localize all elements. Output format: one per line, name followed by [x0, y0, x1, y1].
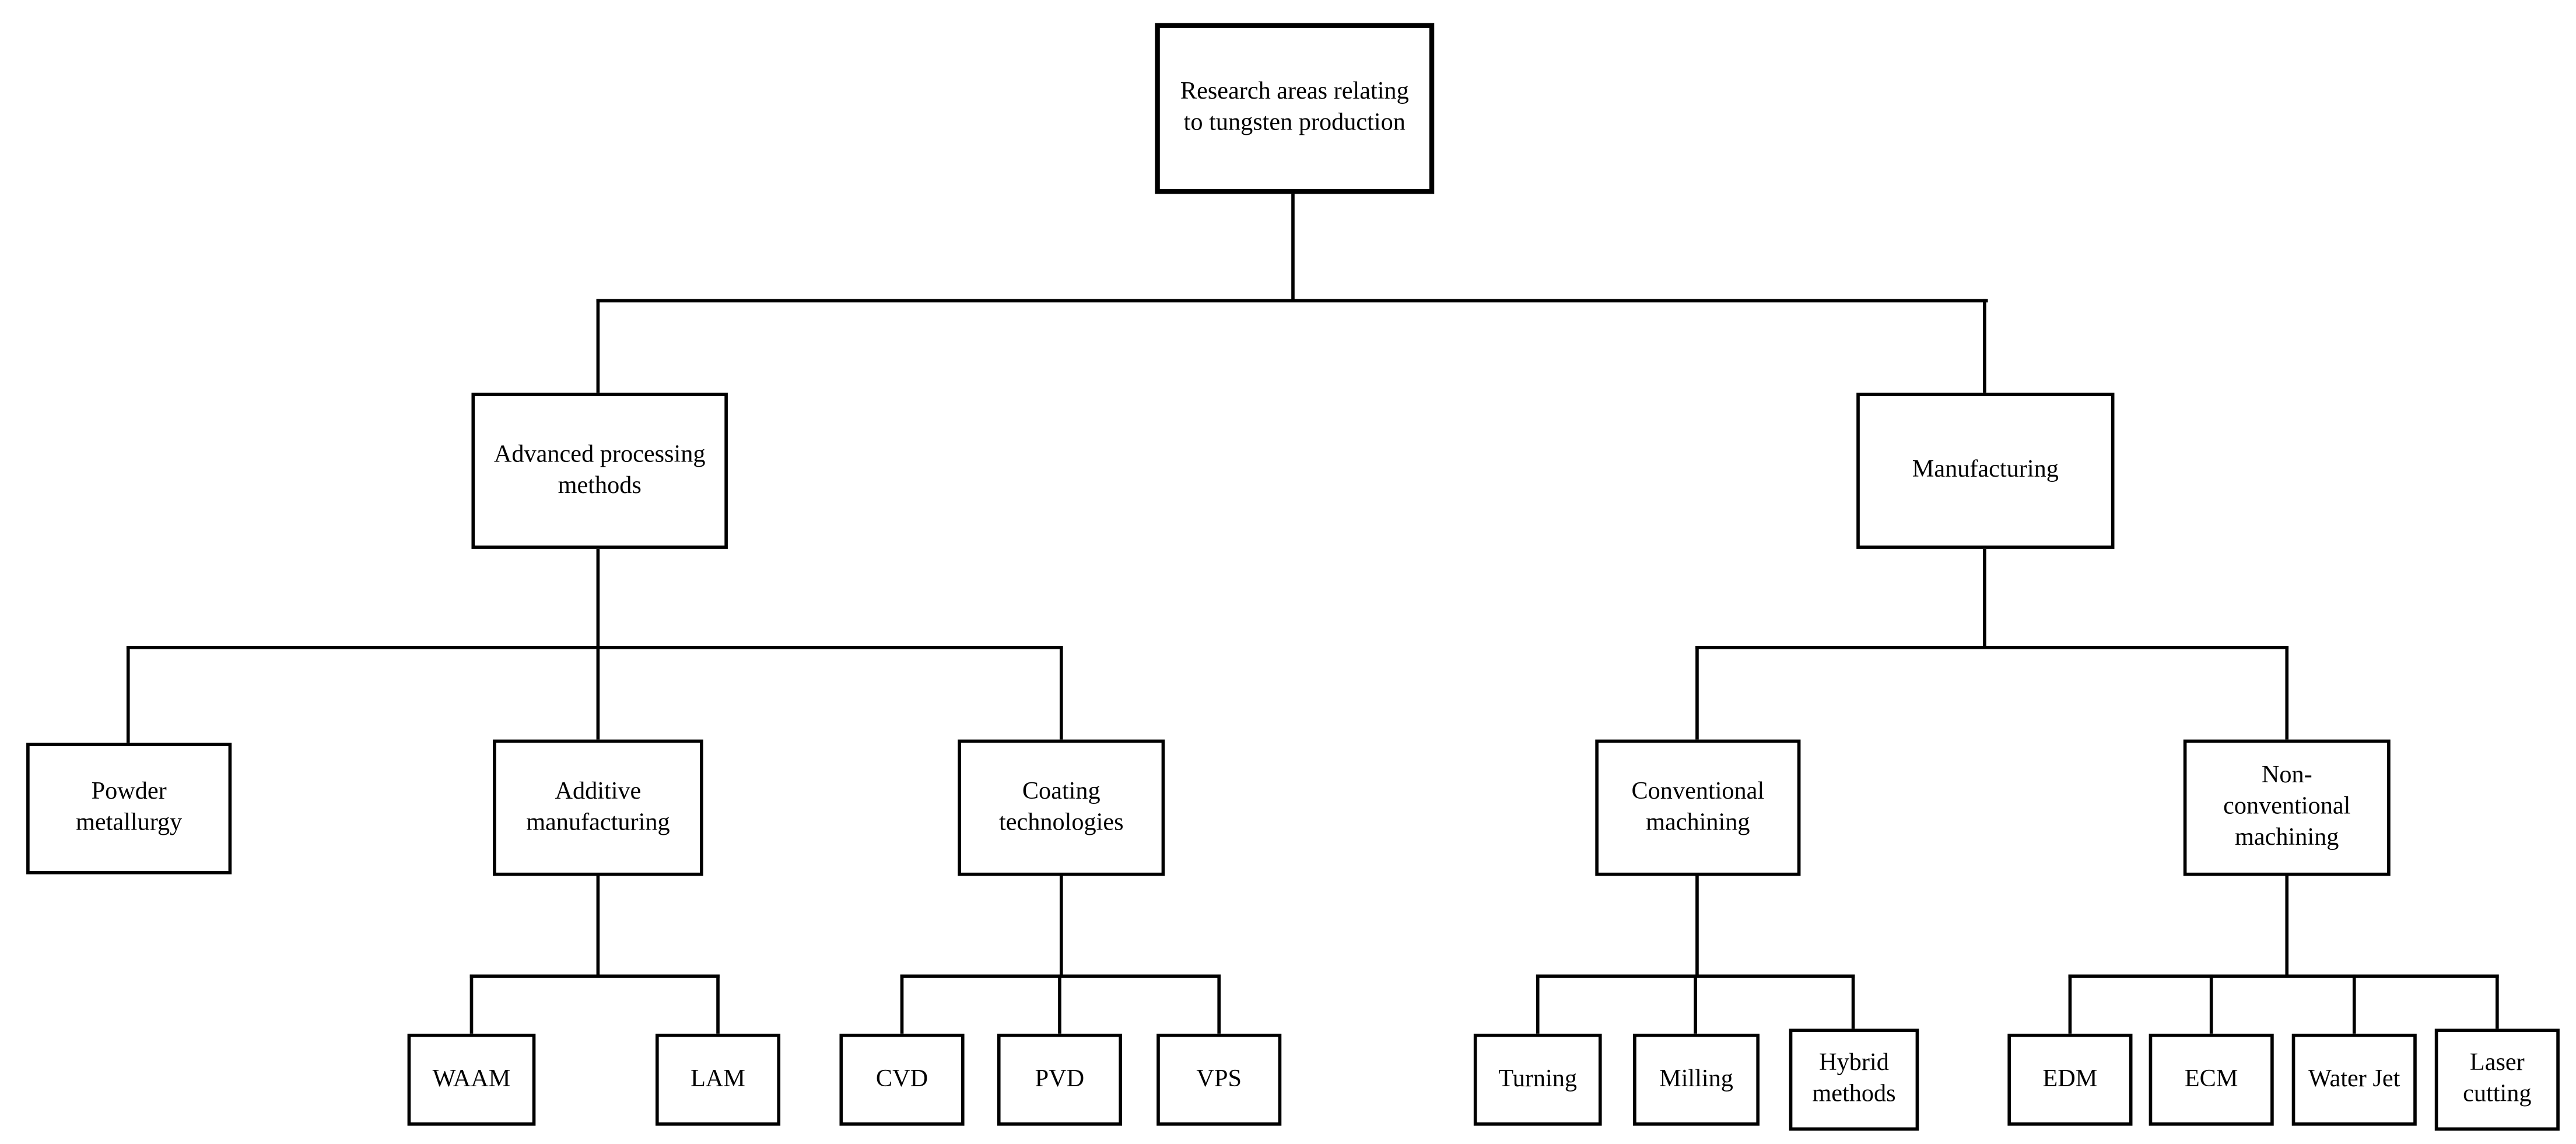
connector-level2-bus [596, 299, 1988, 303]
node-hybrid-methods: Hybrid methods [1789, 1028, 1919, 1131]
node-nonconventional-machining-label: Non-conventional machining [2223, 763, 2351, 851]
node-milling-label: Milling [1659, 1066, 1733, 1093]
node-research-areas-label: Research areas relating to tungsten prod… [1180, 79, 1409, 137]
node-powder-metallurgy-label: Powder metallurgy [75, 779, 183, 837]
node-advanced-processing-methods: Advanced processing methods [471, 393, 728, 549]
connector-root-descender [1291, 194, 1295, 301]
node-milling: Milling [1633, 1033, 1760, 1126]
node-manufacturing-label: Manufacturing [1912, 457, 2059, 484]
node-turning-label: Turning [1498, 1066, 1578, 1093]
connector-drop-ecm [2209, 974, 2213, 1034]
node-lam-label: LAM [691, 1066, 745, 1093]
connector-nonconventional-descender [2285, 876, 2289, 977]
node-ecm-label: ECM [2184, 1066, 2238, 1093]
connector-drop-additive-manufacturing [596, 646, 600, 740]
connector-drop-manufacturing [1983, 299, 1986, 393]
node-edm: EDM [2007, 1033, 2133, 1126]
node-coating-technologies-label: Coating technologies [998, 778, 1124, 836]
connector-conventional-descender [1695, 876, 1699, 977]
node-turning: Turning [1473, 1033, 1602, 1126]
connector-drop-powder-metallurgy [126, 646, 130, 743]
connector-drop-coating-technologies [1059, 646, 1063, 740]
node-nonconventional-machining: Non-conventional machining [2183, 739, 2391, 876]
connector-drop-lam [716, 974, 720, 1034]
node-coating-technologies: Coating technologies [958, 739, 1165, 876]
node-ecm: ECM [2149, 1033, 2274, 1126]
connector-drop-vps [1217, 974, 1221, 1034]
connector-drop-conventional-machining [1695, 646, 1699, 740]
node-additive-manufacturing: Additive manufacturing [493, 739, 703, 876]
node-research-areas: Research areas relating to tungsten prod… [1155, 23, 1435, 194]
node-waam: WAAM [407, 1033, 536, 1126]
connector-drop-advanced-processing [596, 299, 600, 393]
connector-right-level3-bus [1695, 646, 2289, 649]
node-lam: LAM [655, 1033, 781, 1126]
connector-drop-laser-cutting [2496, 974, 2499, 1029]
node-laser-cutting-label: Laser cutting [2463, 1050, 2532, 1108]
connector-drop-water-jet [2352, 974, 2356, 1034]
connector-drop-turning [1536, 974, 1540, 1034]
node-edm-label: EDM [2042, 1066, 2098, 1093]
connector-nonconventional-bus [2068, 974, 2499, 978]
node-conventional-machining-label: Conventional machining [1631, 778, 1765, 836]
connector-additive-descender [596, 876, 600, 977]
node-powder-metallurgy: Powder metallurgy [26, 743, 232, 874]
node-cvd-label: CVD [875, 1066, 928, 1093]
node-additive-manufacturing-label: Additive manufacturing [526, 778, 670, 836]
node-waam-label: WAAM [432, 1066, 511, 1093]
node-manufacturing: Manufacturing [1856, 393, 2115, 549]
node-conventional-machining: Conventional machining [1595, 739, 1801, 876]
connector-drop-nonconventional-machining [2285, 646, 2289, 740]
node-cvd: CVD [839, 1033, 965, 1126]
node-hybrid-methods-label: Hybrid methods [1812, 1050, 1896, 1108]
connector-manufacturing-descender [1983, 548, 1986, 648]
connector-advanced-descender [596, 548, 600, 648]
connector-drop-milling [1694, 974, 1697, 1034]
connector-drop-pvd [1058, 974, 1061, 1034]
node-pvd-label: PVD [1035, 1066, 1085, 1093]
connector-drop-cvd [900, 974, 904, 1034]
node-vps-label: VPS [1196, 1066, 1242, 1093]
connector-drop-edm [2068, 974, 2072, 1034]
connector-additive-bus [469, 974, 720, 978]
connector-drop-waam [469, 974, 474, 1034]
connector-coating-descender [1059, 876, 1063, 977]
node-water-jet-label: Water Jet [2308, 1066, 2400, 1093]
connector-left-level3-bus [126, 646, 1063, 649]
node-pvd: PVD [997, 1033, 1123, 1126]
connector-drop-hybrid-methods [1851, 974, 1855, 1029]
node-laser-cutting: Laser cutting [2434, 1028, 2560, 1131]
node-advanced-processing-methods-label: Advanced processing methods [493, 442, 706, 499]
node-water-jet: Water Jet [2291, 1033, 2417, 1126]
node-vps: VPS [1156, 1033, 1282, 1126]
